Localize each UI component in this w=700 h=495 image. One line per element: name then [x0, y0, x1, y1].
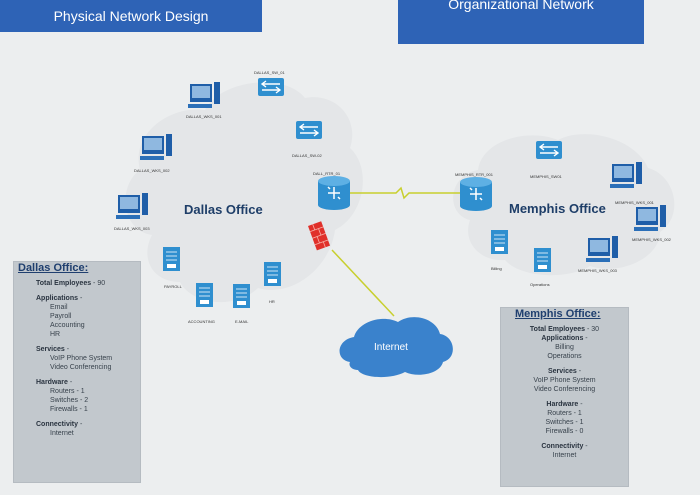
hr-server[interactable]	[263, 261, 282, 287]
app-item: Payroll	[50, 313, 72, 320]
app-item: Billing	[555, 344, 574, 351]
memphis-wks2-label: MEMPHIS_WKS_002	[632, 237, 672, 242]
connectivity-label: Connectivity	[541, 443, 584, 450]
internet-cloud[interactable]: Internet	[339, 317, 453, 378]
dallas-wks2-label: DALLAS_WKS_002	[134, 168, 170, 173]
services-label: Services	[547, 368, 577, 375]
dallas-switch-1[interactable]	[257, 77, 285, 97]
billing-label: Billing	[491, 266, 502, 271]
service-item: VoIP Phone System	[50, 355, 113, 362]
dallas-info-title: Dallas Office:	[18, 262, 89, 274]
app-item: Operations	[547, 353, 582, 360]
email-label: E-MAIL	[235, 319, 249, 324]
applications-label: Applications	[541, 335, 584, 342]
app-item: Accounting	[50, 322, 85, 329]
services-section: Services - VoIP Phone System Video Confe…	[507, 367, 622, 394]
hr-label: HR	[269, 299, 275, 304]
accounting-server[interactable]	[195, 282, 214, 308]
app-item: Email	[50, 304, 68, 311]
dallas-sw2-label: DALLAS_SW-02	[292, 153, 322, 158]
connectivity-section: Connectivity - Internet	[507, 442, 622, 460]
memphis-wks3-label: MEMPHIS_WKS_003	[578, 268, 618, 273]
services-label: Services	[36, 346, 65, 353]
dallas-wks3-label: DALLAS_WKS_003	[114, 226, 150, 231]
memphis-office-title: Memphis Office	[509, 201, 606, 216]
email-server[interactable]	[232, 283, 251, 309]
dallas-wks1-label: DALLAS_WKS_001	[186, 114, 222, 119]
operations-server[interactable]	[533, 247, 552, 273]
hardware-section: Hardware - Routers - 1 Switches - 2 Fire…	[18, 378, 136, 414]
memphis-router[interactable]	[459, 176, 493, 212]
operations-label: Operations	[530, 282, 550, 287]
memphis-info-panel: Memphis Office: Total Employees - 30 App…	[500, 307, 629, 487]
hardware-label: Hardware	[546, 401, 579, 408]
employees-line: Total Employees - 90	[36, 280, 106, 287]
memphis-info-title: Memphis Office:	[515, 308, 601, 320]
hardware-item: Switches - 2	[50, 397, 89, 404]
applications-label: Applications	[36, 295, 79, 302]
service-item: VoIP Phone System	[533, 377, 596, 384]
dallas-sw1-label: DALLAS_SW_01	[254, 70, 285, 75]
connectivity-value: Internet	[50, 430, 74, 437]
applications-section: Applications - Billing Operations	[507, 334, 622, 361]
employees-label: Total Employees	[36, 280, 92, 287]
app-item: HR	[50, 331, 61, 338]
service-item: Video Conferencing	[533, 386, 596, 393]
internet-label: Internet	[374, 342, 408, 353]
memphis-switch[interactable]	[535, 140, 563, 160]
employees-line: Total Employees - 30	[529, 326, 600, 333]
applications-section: Applications - Email Payroll Accounting …	[18, 294, 136, 339]
hardware-item: Routers - 1	[547, 410, 582, 417]
services-section: Services - VoIP Phone System Video Confe…	[18, 345, 136, 372]
hardware-item: Firewalls - 1	[50, 406, 88, 413]
hardware-item: Switches - 1	[545, 419, 584, 426]
hardware-item: Firewalls - 0	[545, 428, 584, 435]
banner-title: Organizational Network	[448, 0, 594, 12]
hardware-section: Hardware - Routers - 1 Switches - 1 Fire…	[507, 400, 622, 436]
dallas-office-title: Dallas Office	[184, 202, 263, 217]
employees-value: 90	[97, 280, 106, 287]
employees-value: 30	[591, 326, 600, 333]
service-item: Video Conferencing	[50, 364, 112, 371]
dallas-info-panel: Dallas Office: Total Employees - 90 Appl…	[13, 261, 141, 483]
dallas-switch-2[interactable]	[295, 120, 323, 140]
accounting-label: ACCOUNTING	[188, 319, 215, 324]
connectivity-value: Internet	[552, 452, 577, 459]
memphis-wks1-label: MEMPHIS_WKS_001	[615, 200, 655, 205]
memphis-rtr-label: MEMPHIS_RTR_001	[455, 172, 494, 177]
firewall-icon[interactable]	[308, 221, 331, 251]
wan-link	[350, 186, 460, 200]
connectivity-section: Connectivity - Internet	[18, 420, 136, 438]
employees-label: Total Employees	[529, 326, 586, 333]
billing-server[interactable]	[490, 229, 509, 255]
connectivity-label: Connectivity	[36, 421, 79, 428]
hardware-item: Routers - 1	[50, 388, 85, 395]
physical-design-banner: Physical Network Design	[0, 0, 262, 32]
payroll-label: PAYROLL	[164, 284, 183, 289]
dallas-rtr-label: DALL_RTR_01	[313, 171, 341, 176]
dallas-router[interactable]	[317, 175, 351, 211]
memphis-sw-label: MEMPHIS_SW01	[530, 174, 563, 179]
payroll-server[interactable]	[162, 246, 181, 272]
hardware-label: Hardware	[36, 379, 68, 386]
internet-link	[331, 249, 395, 317]
organizational-network-banner: Organizational Network	[398, 0, 644, 44]
banner-title: Physical Network Design	[53, 8, 209, 24]
